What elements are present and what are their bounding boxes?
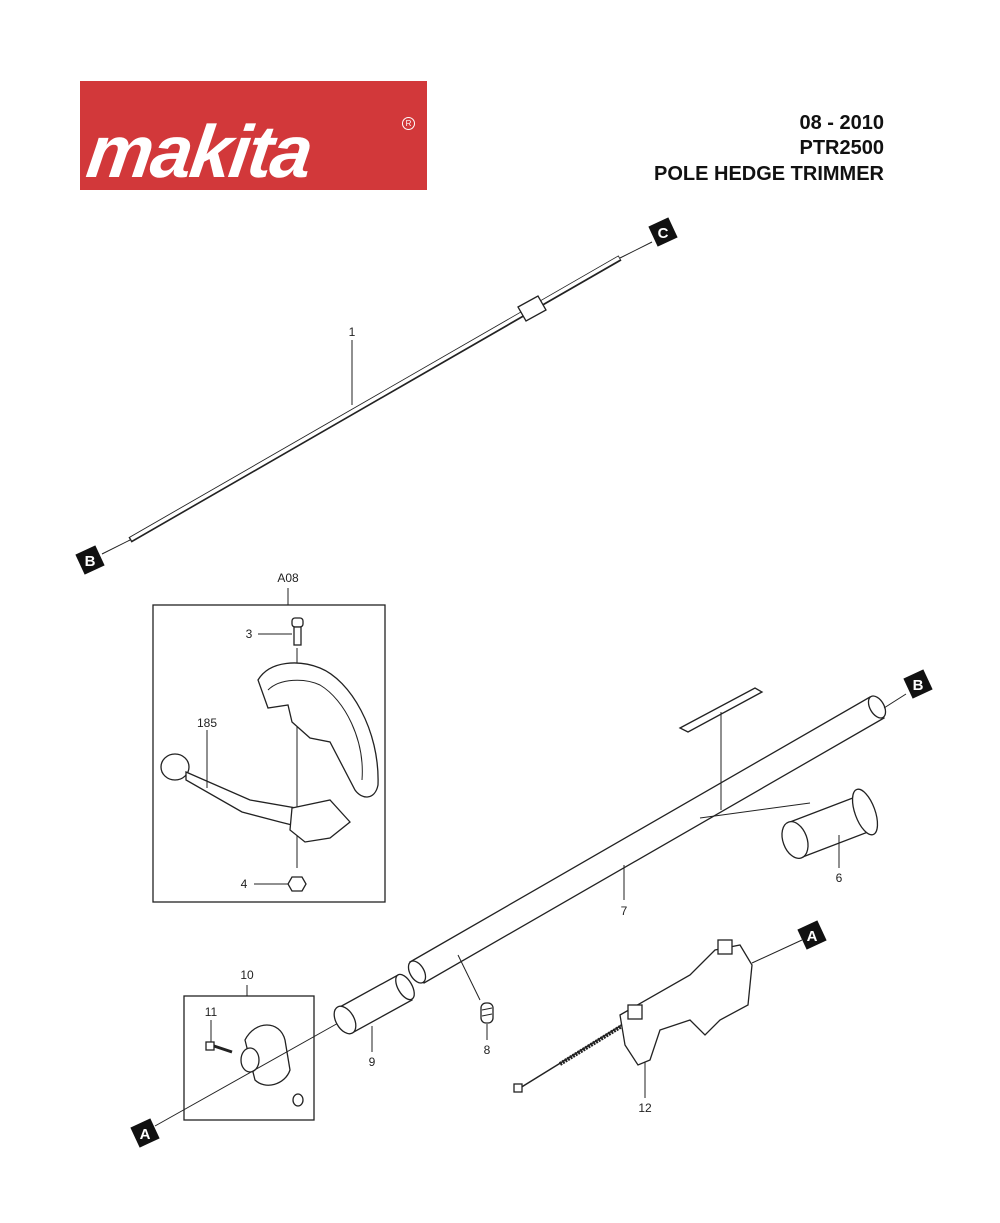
part-9-sleeve[interactable] [330,971,418,1037]
label-part-11: 11 [205,1005,218,1019]
header-model: PTR2500 [799,137,885,159]
marker-c: C [648,217,678,247]
marker-b-right: B [903,669,933,699]
marker-a-right: A [797,920,827,950]
clamp-part[interactable] [240,1024,304,1107]
part-185-handle[interactable] [160,753,351,843]
label-part-6: 6 [836,871,843,885]
svg-text:C: C [658,225,669,242]
label-part-3: 3 [246,627,253,641]
label-part-4: 4 [241,877,248,891]
header-date: 08 - 2010 [799,112,884,134]
svg-text:B: B [85,553,96,570]
makita-logo: makita R [80,81,427,193]
header-product: POLE HEDGE TRIMMER [653,163,884,185]
label-part-8: 8 [484,1043,491,1057]
registered-mark: R [402,117,415,130]
label-part-10: 10 [240,968,254,982]
part-4-nut[interactable] [287,876,307,892]
part-8-spring[interactable] [480,1002,494,1024]
svg-text:A: A [140,1126,151,1143]
part-12-throttle-housing[interactable] [513,939,753,1093]
label-part-7: 7 [621,904,628,918]
label-part-9: 9 [369,1055,376,1069]
label-part-12: 12 [638,1101,652,1115]
svg-text:B: B [913,677,924,694]
handle-bracket-upper[interactable] [257,662,379,798]
label-a08: A08 [277,571,299,585]
part-3-bolt[interactable] [291,617,304,646]
part-6-grip[interactable] [777,786,882,862]
marker-a-left: A [130,1118,160,1148]
svg-text:A: A [807,928,818,945]
part-1-drive-shaft[interactable] [128,255,622,543]
marker-b-top: B [75,545,105,575]
part-7-pole-tube[interactable] [405,693,889,986]
assembly-box-a08 [152,604,386,903]
part-11-screw[interactable] [205,1041,233,1054]
label-part-185: 185 [197,716,217,730]
decal-label [678,687,764,733]
label-part-1: 1 [349,325,356,339]
assembly-box-10 [183,995,315,1121]
